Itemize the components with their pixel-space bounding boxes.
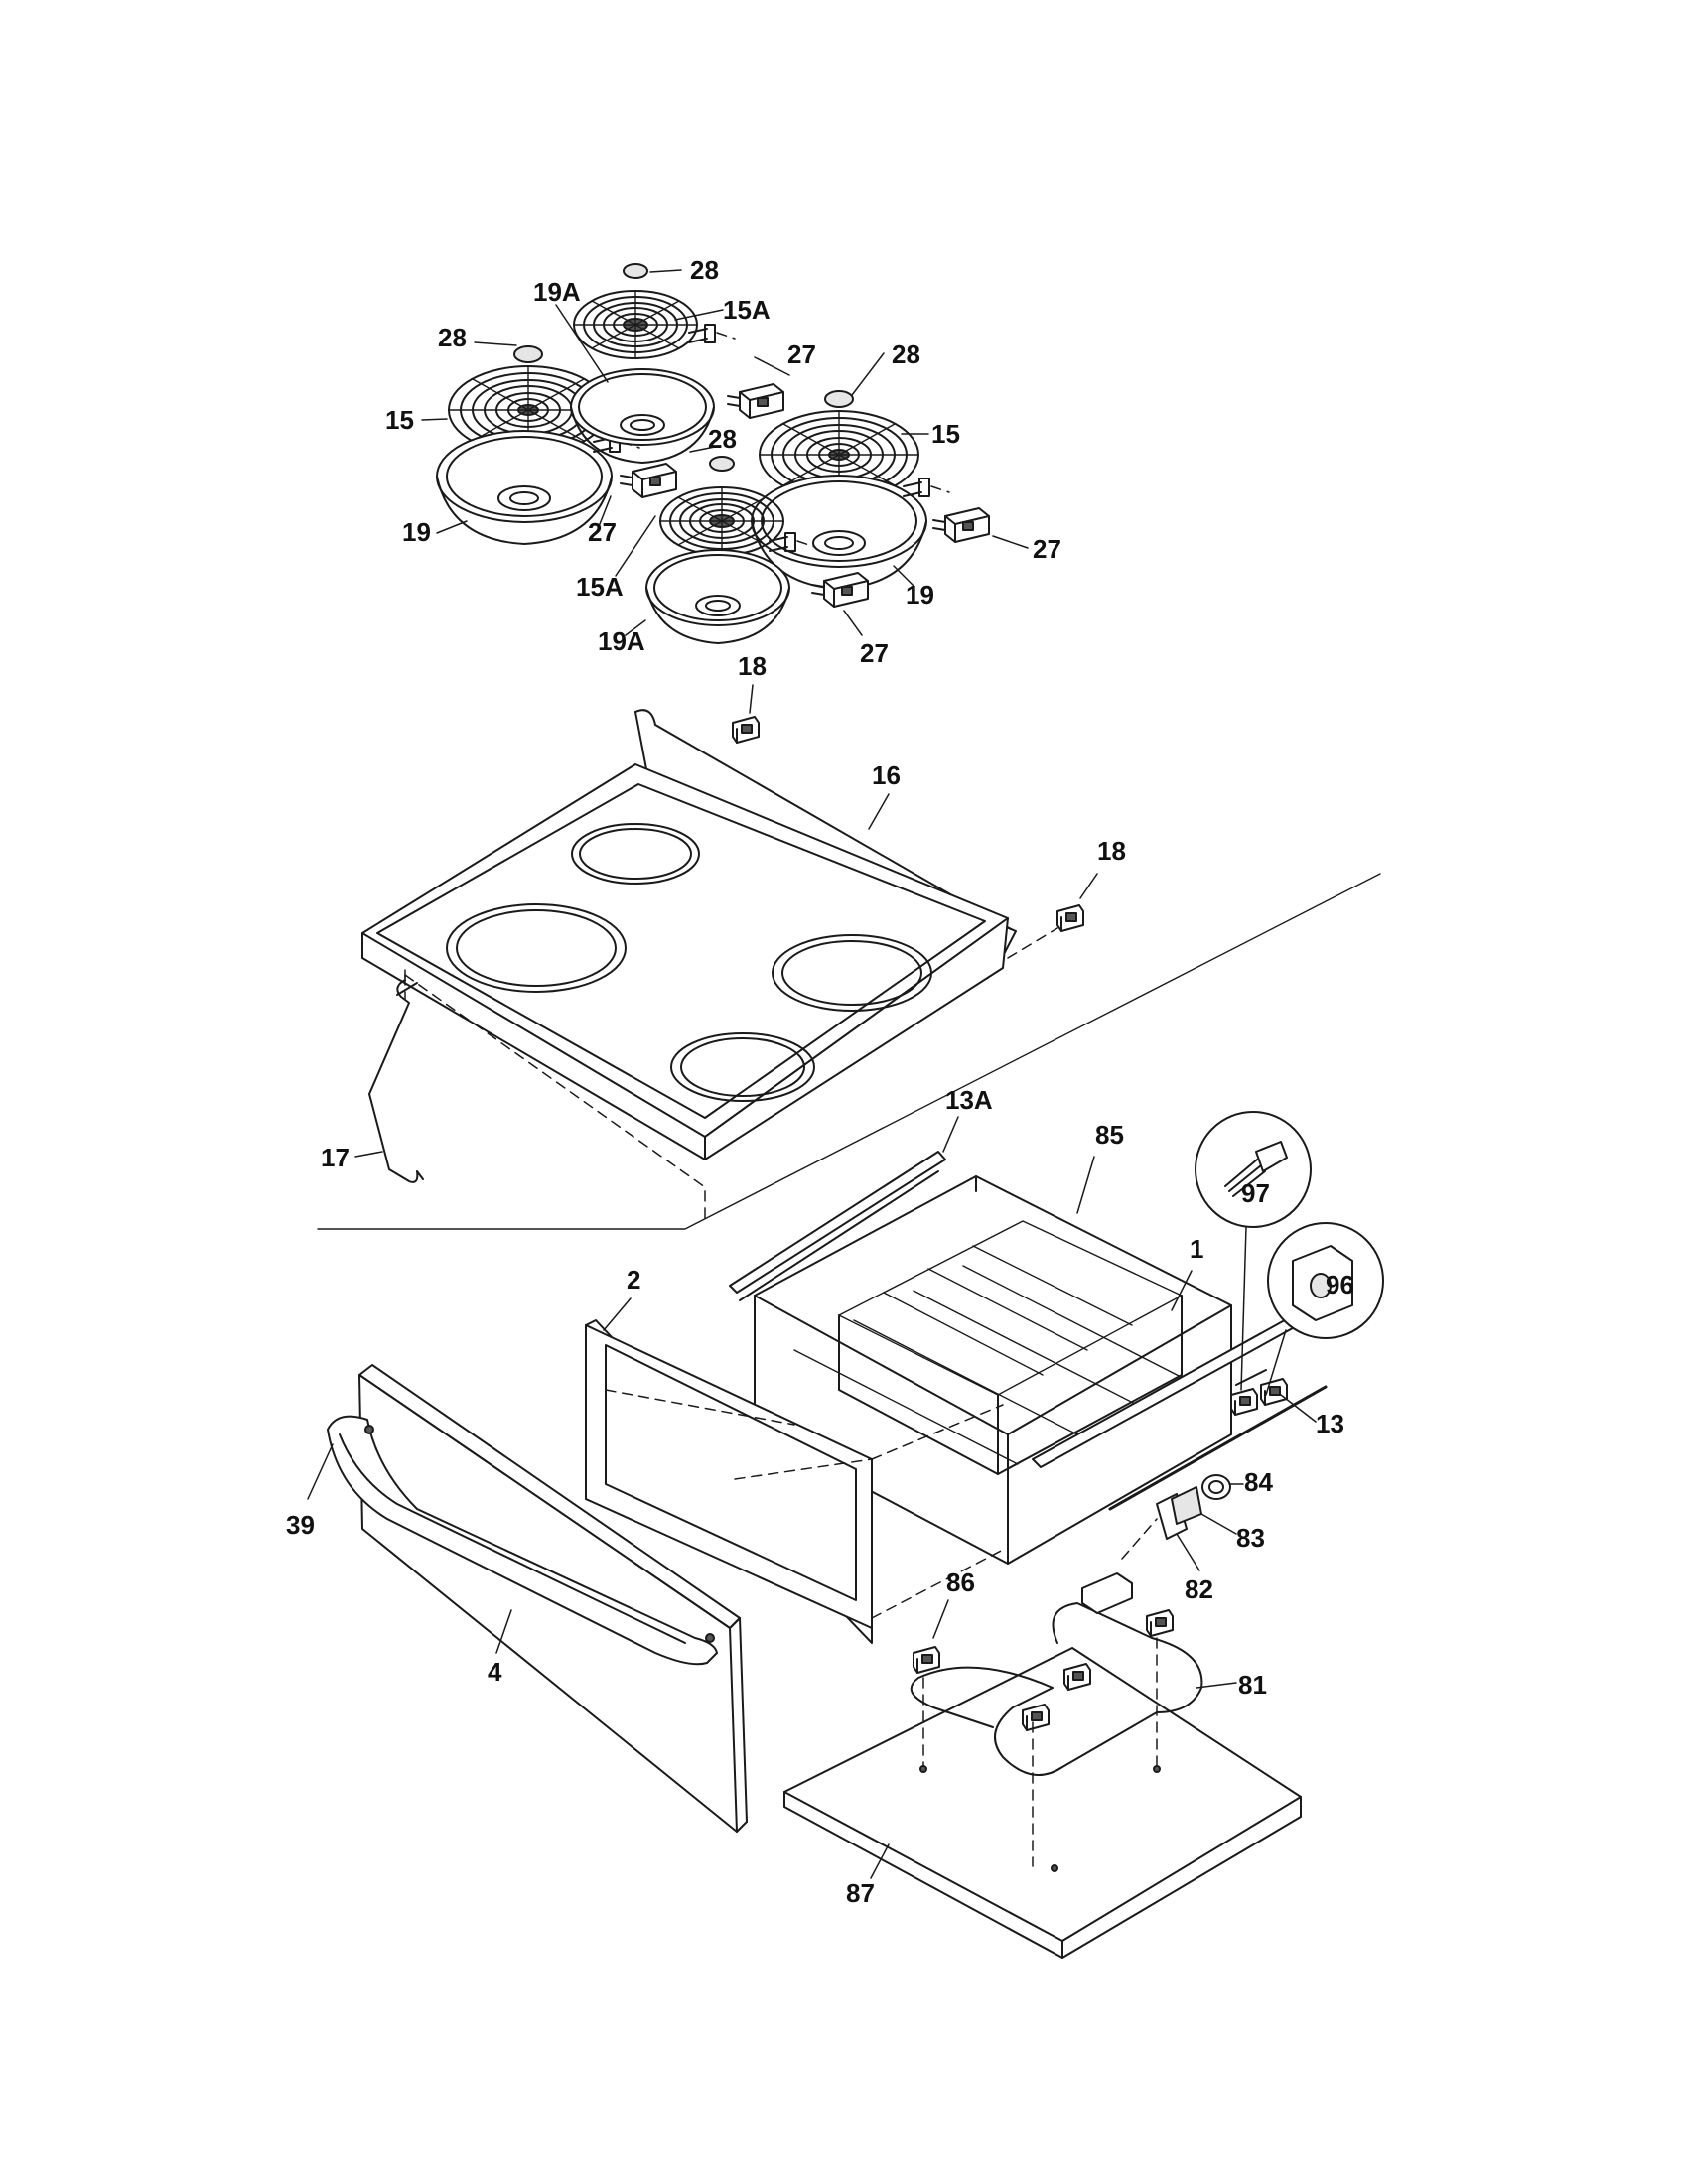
callout-labels: 28 19A 15A 28 27 28 15 15 28 19 27 27 15… [286, 255, 1354, 1908]
surface-elements [436, 263, 990, 644]
callout-28: 28 [690, 255, 719, 285]
callout-82: 82 [1185, 1574, 1213, 1604]
callout-28: 28 [892, 340, 920, 369]
callout-27: 27 [860, 638, 889, 668]
oven-box [729, 1151, 1330, 1565]
section-divider [317, 873, 1381, 1230]
callout-15A: 15A [723, 295, 771, 325]
callout-85: 85 [1095, 1120, 1124, 1150]
callout-87: 87 [846, 1878, 875, 1908]
callout-84: 84 [1244, 1467, 1273, 1497]
callout-19: 19 [402, 517, 431, 547]
detail-screw [1195, 1111, 1312, 1391]
bottom-pan [783, 1474, 1302, 1959]
cooktop [361, 709, 1084, 1222]
callout-18: 18 [1097, 836, 1126, 866]
callout-27: 27 [1033, 534, 1061, 564]
detail-nut [1265, 1222, 1384, 1396]
callout-96: 96 [1326, 1270, 1354, 1299]
callout-86: 86 [946, 1568, 975, 1597]
callout-15: 15 [385, 405, 414, 435]
callout-27: 27 [787, 340, 816, 369]
callout-19A: 19A [533, 277, 581, 307]
callout-81: 81 [1238, 1670, 1267, 1700]
callout-17: 17 [321, 1143, 350, 1172]
callout-1: 1 [1190, 1234, 1203, 1264]
callout-16: 16 [872, 760, 901, 790]
callout-19A: 19A [598, 626, 645, 656]
callout-15A: 15A [576, 572, 624, 602]
leader-lines [307, 269, 1317, 1879]
callout-83: 83 [1236, 1523, 1265, 1553]
callout-15: 15 [931, 419, 960, 449]
callout-18: 18 [738, 651, 767, 681]
callout-28: 28 [438, 323, 467, 352]
callout-97: 97 [1241, 1178, 1270, 1208]
callout-27: 27 [588, 517, 617, 547]
door-liner [585, 1319, 1006, 1644]
callout-28: 28 [708, 424, 737, 454]
callout-13A: 13A [945, 1085, 993, 1115]
door-panel [327, 1364, 873, 1833]
callout-13: 13 [1316, 1409, 1344, 1438]
callout-2: 2 [627, 1265, 640, 1295]
callout-4: 4 [488, 1657, 502, 1687]
callout-19: 19 [906, 580, 934, 610]
callout-39: 39 [286, 1510, 315, 1540]
